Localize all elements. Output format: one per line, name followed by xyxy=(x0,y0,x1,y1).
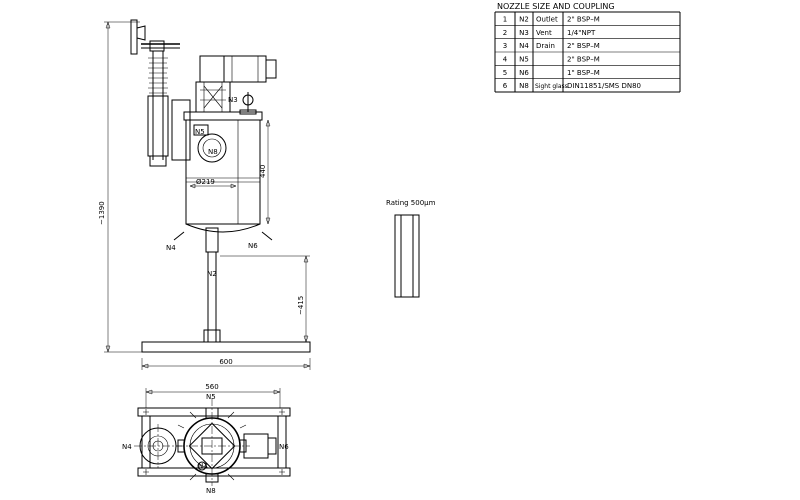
row-tag: N3 xyxy=(519,29,529,37)
row-tag: N4 xyxy=(519,42,529,50)
label-diameter: Ø219 xyxy=(196,178,215,186)
base-width-value: 600 xyxy=(219,358,232,366)
overall-height-dimension: ~1390 xyxy=(98,21,142,353)
row-size: 1/4"NPT xyxy=(567,29,596,37)
top-width-value: 560 xyxy=(205,383,218,391)
row-use: Vent xyxy=(536,29,552,37)
row-number: 3 xyxy=(503,42,507,50)
row-size: 1" BSP–M xyxy=(567,69,600,77)
row-number: 6 xyxy=(503,82,508,90)
front-view: ~1390 xyxy=(98,19,311,370)
lifting-screw xyxy=(147,51,169,167)
row-number: 4 xyxy=(503,56,508,64)
row-use: Drain xyxy=(536,42,555,50)
bottom-nozzles xyxy=(173,231,273,241)
stand-pipe xyxy=(203,227,221,343)
top-view: 560 N5 N4 N6 N3 N8 xyxy=(122,383,291,495)
row-use: Outlet xyxy=(536,16,558,24)
row-number: 5 xyxy=(503,69,507,77)
label-n8: N8 xyxy=(208,148,218,156)
tank-height-value: 440 xyxy=(259,165,267,178)
table-row: 1 N2 Outlet 2" BSP–M xyxy=(503,16,600,24)
row-number: 2 xyxy=(503,29,507,37)
label-n4: N4 xyxy=(166,244,176,252)
rating-label: Rating 500µm xyxy=(386,199,436,207)
table-row: 2 N3 Vent 1/4"NPT xyxy=(503,29,596,37)
row-size: 2" BSP–M xyxy=(567,56,600,64)
row-tag: N2 xyxy=(519,16,529,24)
label-n5: N5 xyxy=(195,128,205,136)
support-column xyxy=(171,99,191,161)
tank xyxy=(183,111,263,233)
handwheel xyxy=(130,19,180,55)
row-size: 2" BSP–M xyxy=(567,42,600,50)
row-tag: N8 xyxy=(519,82,529,90)
table-row: 6 N8 Sight glass DIN11851/SMS DN80 xyxy=(503,82,641,90)
table-row: 4 N5 2" BSP–M xyxy=(503,56,600,64)
outlet-height-dimension: ~415 xyxy=(220,255,310,343)
row-tag: N5 xyxy=(519,56,529,64)
label-n6: N6 xyxy=(248,242,258,250)
vent-nozzle xyxy=(239,92,257,115)
base-plate xyxy=(141,341,311,353)
nozzle-table-title: NOZZLE SIZE AND COUPLING xyxy=(497,2,615,11)
top-label-n4: N4 xyxy=(122,443,132,451)
top-label-n8: N8 xyxy=(206,487,216,495)
row-use: Sight glass xyxy=(535,83,568,90)
row-size: 2" BSP–M xyxy=(567,16,600,24)
label-n3: N3 xyxy=(228,96,238,104)
row-number: 1 xyxy=(503,16,507,24)
overall-height-value: ~1390 xyxy=(98,201,106,225)
label-n2: N2 xyxy=(207,270,217,278)
table-row: 3 N4 Drain 2" BSP–M xyxy=(503,42,600,50)
row-size: DIN11851/SMS DN80 xyxy=(567,82,641,90)
top-label-n3: N3 xyxy=(198,462,208,470)
top-label-n6: N6 xyxy=(279,443,289,451)
tank-height-dimension: 440 xyxy=(259,119,271,225)
top-label-n5: N5 xyxy=(206,393,216,401)
outlet-height-value: ~415 xyxy=(297,296,305,315)
nozzle-table: NOZZLE SIZE AND COUPLING 1 N2 Outlet 2" … xyxy=(494,2,681,93)
row-tag: N6 xyxy=(519,69,529,77)
base-width-dimension: 600 xyxy=(141,358,311,370)
table-row: 5 N6 1" BSP–M xyxy=(503,69,600,77)
rating-view: Rating 500µm xyxy=(386,199,436,298)
